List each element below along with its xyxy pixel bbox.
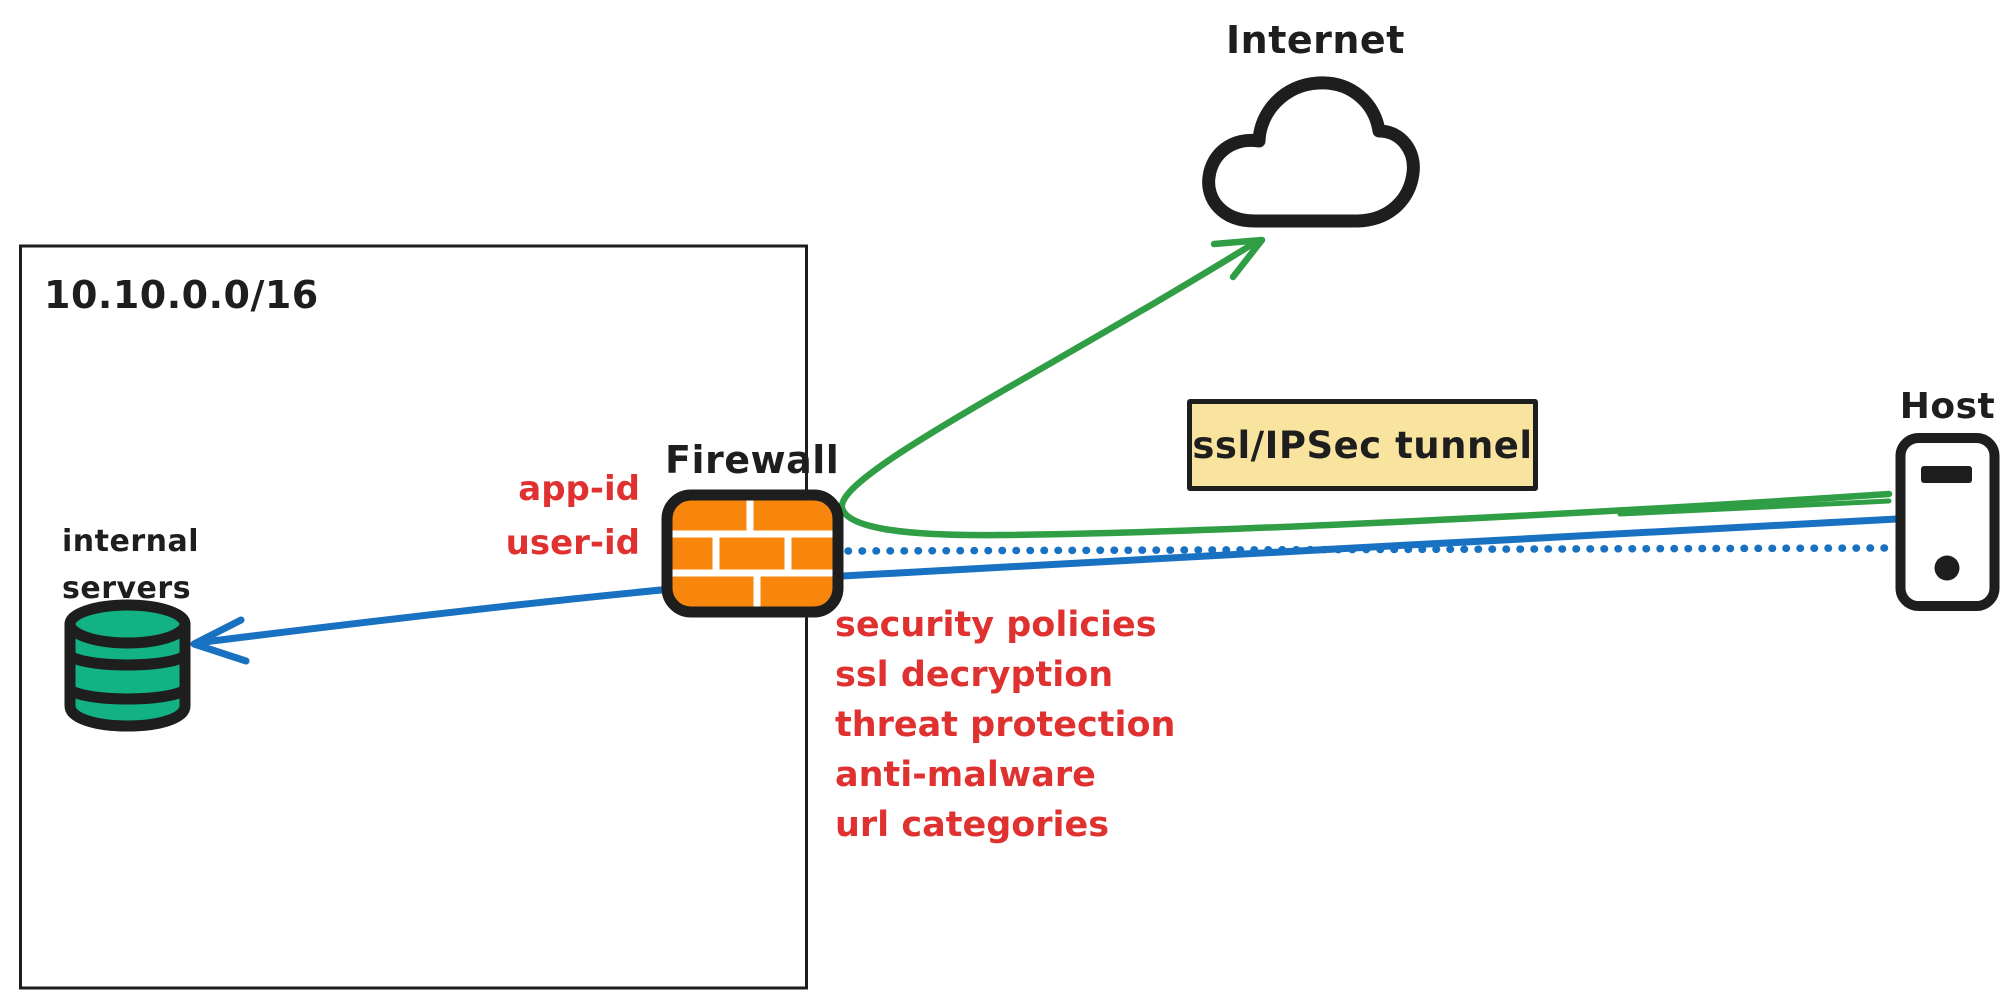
- tunnel-label-box: ssl/IPSec tunnel: [1187, 399, 1538, 491]
- internal-servers-label-line2: servers: [62, 571, 192, 606]
- host-label: Host: [1899, 386, 1996, 427]
- green-arrow-shaft: [838, 238, 1893, 539]
- internet-cloud-icon: [1202, 76, 1420, 228]
- green-arrow-sketch-stroke: [1617, 498, 1892, 517]
- blue-traffic-arrow: [190, 515, 1901, 665]
- firewall-inbound-annotations: app-id user-id: [440, 462, 640, 570]
- annotation-app-id: app-id: [518, 469, 640, 509]
- green-arrowhead: [1210, 236, 1266, 281]
- green-traffic-arrow: [838, 236, 1893, 539]
- database-band: [64, 650, 191, 671]
- firewall-fill: [672, 500, 833, 607]
- tunnel-label-text: ssl/IPSec tunnel: [1192, 423, 1533, 467]
- annotation-user-id: user-id: [505, 523, 640, 563]
- firewall-icon: [661, 489, 844, 618]
- database-top: [64, 599, 191, 649]
- annotation-url-categories: url categories: [835, 805, 1110, 845]
- database-band: [64, 684, 191, 705]
- firewall-label: Firewall: [665, 438, 840, 482]
- firewall-border: [661, 489, 844, 618]
- database-icon: [64, 599, 191, 732]
- internet-label: Internet: [1226, 18, 1405, 62]
- host-tower: [1895, 433, 2000, 611]
- host-power-button: [1934, 555, 1960, 581]
- annotation-threat-protection: threat protection: [835, 705, 1176, 745]
- host-drive-bay: [1921, 466, 1972, 483]
- network-cidr-label: 10.10.0.0/16: [44, 273, 319, 317]
- firewall-brick-mortar: [672, 500, 833, 607]
- annotation-security-policies: security policies: [835, 605, 1157, 645]
- internal-servers-label: internal servers: [62, 518, 199, 612]
- internal-servers-label-line1: internal: [62, 524, 200, 559]
- blue-arrowhead: [190, 616, 250, 665]
- firewall-policy-annotations: security policies ssl decryption threat …: [835, 600, 1175, 850]
- blue-arrow-shaft: [192, 515, 1901, 647]
- host-icon: [1895, 433, 2000, 611]
- annotation-anti-malware: anti-malware: [835, 755, 1096, 795]
- annotation-ssl-decryption: ssl decryption: [835, 655, 1114, 695]
